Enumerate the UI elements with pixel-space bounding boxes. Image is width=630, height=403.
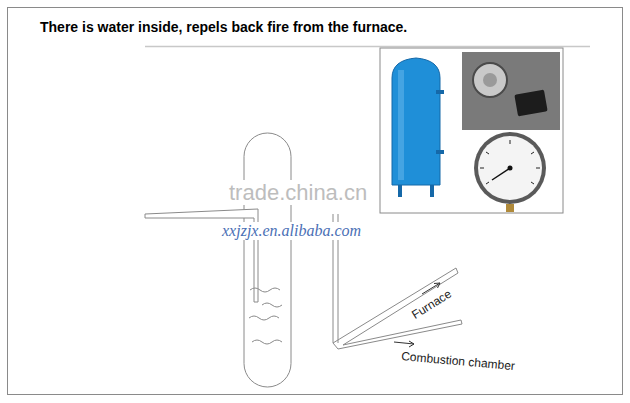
title: There is water inside, repels back fire …	[40, 19, 407, 35]
pressure-gauge	[474, 132, 546, 212]
flow-label: Combustion chamber	[400, 350, 517, 374]
blue-tank	[392, 58, 444, 197]
water-waves	[249, 288, 282, 344]
rule-line	[145, 46, 590, 48]
water-vessel	[244, 133, 291, 387]
device-photo	[462, 52, 560, 130]
frame	[8, 8, 623, 395]
watermark: xxjzjx.en.alibaba.com	[221, 222, 362, 240]
watermark: trade.china.cn	[228, 180, 368, 205]
photo-panel	[380, 48, 563, 213]
